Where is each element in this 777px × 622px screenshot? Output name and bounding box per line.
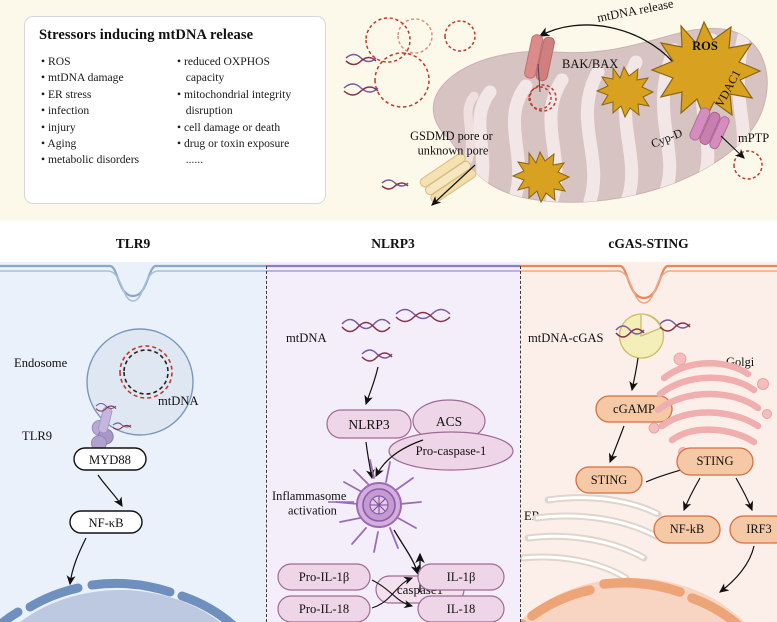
mtdna-strands-nlrp3 (341, 308, 451, 362)
panel-tlr9: Endosome mtDNA (0, 262, 266, 622)
cell-membrane-cgas (520, 264, 777, 304)
ros-star-large: ROS (650, 20, 762, 122)
svg-text:Pro-caspase-1: Pro-caspase-1 (416, 444, 487, 458)
capsule-nfkb-cgas: NF-kB (653, 515, 721, 544)
svg-text:STING: STING (591, 473, 628, 487)
mtdna-plasmid (119, 345, 173, 399)
capsule-il18: IL-18 (417, 595, 505, 622)
golgi-vesicles (648, 352, 772, 457)
linear-dna-strands (343, 53, 409, 190)
panel-title-nlrp3: NLRP3 (371, 236, 415, 251)
stressors-box: Stressors inducing mtDNA release • ROS• … (24, 16, 326, 204)
stressor-item: ...... (177, 153, 204, 167)
stressor-item: • infection (41, 104, 90, 118)
panel-cgas-sting: mtDNA-cGAS cGAMP STING (520, 262, 777, 622)
svg-text:NLRP3: NLRP3 (348, 417, 390, 432)
svg-text:Pro-IL-1β: Pro-IL-1β (299, 570, 349, 584)
svg-text:NF-κB: NF-κB (88, 516, 123, 530)
dna-strand-cgas (615, 319, 691, 338)
capsule-il1b: IL-1β (417, 563, 505, 591)
stressor-item: • mitochondrial integrity disruption (177, 87, 292, 118)
nucleus-tlr9 (0, 578, 236, 622)
capsule-cgamp: cGAMP (595, 395, 673, 423)
arrow-nlrp3-inflammasome (365, 441, 375, 480)
arrow-acs-inflammasome (375, 439, 424, 478)
golgi-apparatus (654, 360, 762, 446)
label-mptp: mPTP (738, 131, 769, 145)
cell-membrane-nlrp3 (266, 264, 520, 272)
bak-bax-pore (524, 34, 555, 82)
cell-membrane-tlr9 (0, 264, 266, 302)
arrow-mtdna-nlrp3 (364, 366, 379, 406)
stressor-item: • reduced OXPHOS capacity (177, 55, 270, 85)
label-gsdmd: GSDMD pore or unknown pore (410, 129, 496, 158)
label-mtdna-endosome: mtDNA (158, 394, 199, 408)
arrow-cgas-cgamp (629, 357, 639, 392)
stressor-item: • drug or toxin exposure (177, 137, 290, 151)
stressors-column-right: • reduced OXPHOS capacity• mitochondrial… (177, 54, 323, 169)
svg-text:Pro-IL-18: Pro-IL-18 (299, 602, 349, 616)
panel-nlrp3: mtDNA NLRP3 ACS P (266, 262, 520, 622)
arrow-proil1b-to-il18 (371, 579, 414, 609)
stressor-item: • cell damage or death (177, 120, 281, 134)
mptp-arrow (720, 135, 745, 159)
top-panel-mitochondrion: Stressors inducing mtDNA release • ROS• … (0, 0, 777, 221)
stressor-item: • mtDNA damage (41, 71, 124, 85)
label-bak-bax: BAK/BAX (562, 57, 618, 71)
stressors-column-left: • ROS • mtDNA damage • ER stress • infectio… (41, 54, 173, 169)
arrow-irf3-nucleus (719, 545, 755, 593)
inflammasome (335, 459, 422, 553)
nucleus-cgas (520, 578, 745, 622)
arrow-proil18-to-il1b (371, 576, 414, 609)
tlr9-receptor (90, 402, 132, 452)
capsule-sting-golgi: STING (676, 447, 754, 476)
capsule-irf3-cgas: IRF3 (729, 515, 777, 544)
svg-text:MYD88: MYD88 (89, 453, 131, 467)
svg-text:STING: STING (696, 454, 733, 468)
arrow-sting-irf3 (735, 477, 754, 512)
panel-title-cgas-sting: cGAS-STING (608, 236, 689, 251)
panel-divider-1 (266, 266, 267, 622)
arrow-sting-nfkb (682, 477, 701, 512)
panel-divider-2 (520, 266, 521, 622)
svg-text:IRF3: IRF3 (746, 522, 771, 536)
capsule-myd88: MYD88 (73, 447, 147, 471)
capsule-pro-caspase-1: Pro-caspase-1 (388, 431, 514, 471)
label-tlr9: TLR9 (22, 429, 52, 443)
svg-text:IL-18: IL-18 (447, 602, 476, 616)
gsdmd-arrow (431, 164, 476, 206)
label-mtdna-cgas: mtDNA-cGAS (528, 331, 604, 345)
arrow-cgamp-sting (608, 425, 625, 464)
panel-title-tlr9: TLR9 (115, 236, 151, 251)
vdac1-channel (689, 107, 730, 150)
stressors-title: Stressors inducing mtDNA release (39, 27, 254, 43)
capsule-pro-il1b: Pro-IL-1β (277, 563, 371, 591)
capsule-pro-il18: Pro-IL-18 (277, 595, 371, 622)
stressor-item: • ROS (41, 55, 71, 68)
svg-text:cGAMP: cGAMP (613, 402, 655, 416)
label-inflammasome: Inflammasome activation (272, 489, 349, 518)
er-inner (521, 496, 659, 580)
ros-star-small-2 (511, 150, 571, 204)
label-mtdna-nlrp3: mtDNA (286, 331, 327, 345)
ros-star-small-1 (595, 65, 655, 119)
stressor-item: • metabolic disorders (41, 153, 140, 167)
svg-text:ACS: ACS (436, 414, 462, 429)
mitochondrion-diagram: mtDNA release BAK/BAX ROS (343, 0, 769, 206)
arrow-inflammasome-caspase1 (393, 529, 421, 576)
label-ros: ROS (692, 39, 718, 53)
label-mtdna-release: mtDNA release (596, 0, 675, 25)
stressor-item: • injury (41, 120, 76, 134)
capsule-sting-er: STING (575, 466, 643, 494)
capsule-nfkb-cytoplasm: NF-κB (69, 510, 143, 534)
mtdna-release-arrow (538, 24, 674, 63)
stressor-item: • Aging (41, 137, 77, 151)
label-endosome: Endosome (14, 356, 68, 370)
arrow-myd88-nfkb (97, 474, 123, 508)
capsule-nlrp3: NLRP3 (326, 409, 412, 439)
svg-text:IL-1β: IL-1β (447, 570, 476, 584)
svg-text:NF-kB: NF-kB (670, 522, 704, 536)
arrow-nfkb-nucleus (66, 537, 87, 586)
stressor-item: • ER stress (41, 87, 92, 101)
